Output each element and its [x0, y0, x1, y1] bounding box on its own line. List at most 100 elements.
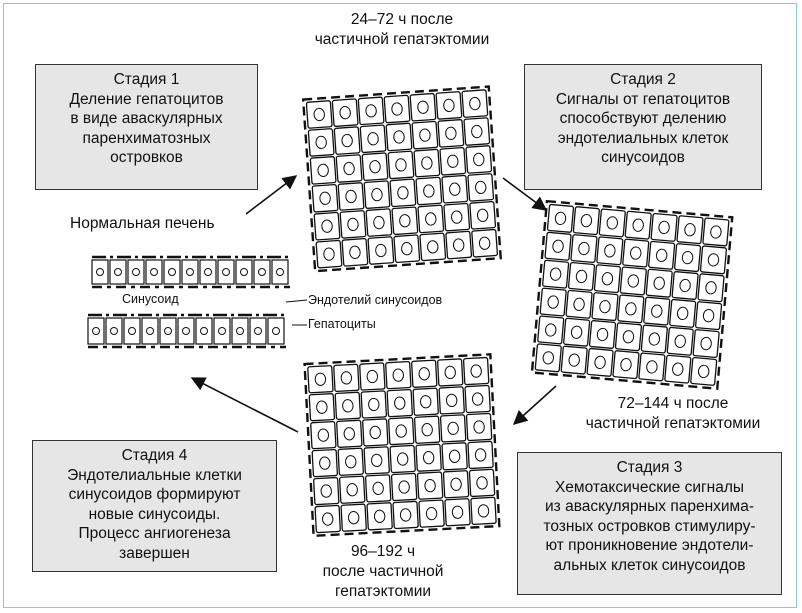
hepatocyte-cell: [337, 420, 362, 447]
stage1-line: в виде аваскулярных: [36, 109, 257, 129]
hepatocyte-cell: [412, 121, 438, 149]
hepatocyte-cell: [442, 175, 468, 203]
hepatocyte-cell: [200, 260, 216, 284]
hepatocyte-cell: [625, 211, 651, 239]
stage1-line: паренхиматозных: [36, 129, 257, 149]
hepatocyte-cell: [142, 318, 158, 344]
hepatocyte-cell: [160, 318, 176, 344]
caption-line: после частичной: [278, 562, 488, 582]
hepatocyte-cell: [340, 211, 366, 239]
hepatocyte-cell: [360, 363, 385, 390]
hepatocyte-cell: [306, 101, 332, 129]
hepatocyte-cell: [561, 346, 587, 374]
hepatocyte-cell: [110, 260, 126, 284]
stage1-cell-cluster: [303, 87, 501, 272]
hepatocyte-cell: [92, 260, 108, 284]
hepatocyte-cell: [466, 146, 492, 174]
hepatocyte-cell: [415, 416, 440, 443]
stage1-line: Деление гепатоцитов: [36, 90, 257, 110]
hepatocyte-cell: [340, 476, 365, 503]
hepatocyte-cell: [332, 99, 358, 127]
stage4-line: Эндотелиальные клетки: [33, 466, 276, 486]
hepatocyte-cell: [691, 357, 717, 385]
hepatocyte-cell: [124, 318, 140, 344]
hepatocyte-cell: [416, 177, 442, 205]
stage2-cell-cluster: [532, 201, 732, 389]
hepatocyte-cell: [410, 93, 436, 121]
hepatocyte-cell: [393, 501, 418, 528]
hepatocyte-cell: [446, 231, 472, 259]
hepatocyte-cell: [416, 444, 441, 471]
hepatocyte-cell: [538, 316, 564, 344]
hepatocyte-cell: [308, 129, 334, 157]
label-sinusoid: Синусоид: [122, 292, 179, 306]
stage4-box: Стадия 4 Эндотелиальные клетки синусоидо…: [32, 440, 277, 572]
hepatocyte-cell: [335, 392, 360, 419]
hepatocyte-cell: [366, 209, 392, 237]
hepatocyte-cell: [615, 323, 641, 351]
hepatocyte-cell: [310, 157, 336, 185]
endothelium-pointer: [286, 300, 307, 302]
label-sinusoid-endothelium: Эндотелий синусоидов: [308, 293, 442, 307]
stage4-line: синусоидов формируют: [33, 485, 276, 505]
hepatocyte-cell: [254, 260, 270, 284]
hepatocyte-cell: [218, 260, 234, 284]
hepatocyte-cell: [341, 504, 366, 531]
hepatocyte-cell: [462, 90, 488, 118]
stage3-line: из аваскулярных паренхима-: [518, 497, 781, 517]
hepatocyte-cell: [436, 92, 462, 120]
hepatocyte-cell: [649, 241, 675, 269]
hepatocyte-cell: [464, 357, 489, 384]
stage3-cell-cluster: [305, 354, 500, 535]
hepatocyte-cell: [443, 471, 468, 498]
stage1-box: Стадия 1 Деление гепатоцитов в виде авас…: [35, 64, 258, 190]
hepatocyte-cell: [334, 127, 360, 155]
stage3-line: тозных островков стимулиру-: [518, 517, 781, 537]
hepatocyte-cell: [646, 269, 672, 297]
hepatocyte-cell: [361, 391, 386, 418]
stage2-box: Стадия 2 Сигналы от гепатоцитов способст…: [524, 64, 762, 190]
hepatocyte-cell: [472, 229, 498, 257]
hepatocyte-cell: [368, 237, 394, 265]
stage4-line: новые синусоиды.: [33, 505, 276, 525]
caption-24-72h: 24–72 ч после частичной гепатэктомии: [282, 10, 522, 50]
hepatocyte-cell: [573, 207, 599, 235]
hepatocyte-cell: [196, 318, 212, 344]
hepatocyte-cell: [568, 262, 594, 290]
hepatocyte-cell: [464, 118, 490, 146]
hepatocyte-cell: [571, 235, 597, 263]
hepatocyte-cell: [88, 318, 104, 344]
hepatocyte-cell: [394, 235, 420, 263]
hepatocyte-cell: [445, 499, 470, 526]
hepatocyte-cell: [644, 297, 670, 325]
hepatocyte-cell: [316, 240, 342, 268]
hepatocyte-cell: [417, 472, 442, 499]
hepatocyte-cell: [438, 359, 463, 386]
hepatocyte-cell: [146, 260, 162, 284]
stage2-line: синусоидов: [525, 148, 761, 168]
stage3-line: Хемотаксические сигналы: [518, 478, 781, 498]
hepatocyte-cell: [641, 325, 667, 353]
hepatocyte-cell: [597, 237, 623, 265]
hepatocyte-cell: [164, 260, 180, 284]
hepatocyte-cell: [413, 388, 438, 415]
hepatocyte-cell: [587, 348, 613, 376]
hepatocyte-cell: [440, 415, 465, 442]
hepatocyte-cell: [268, 318, 284, 344]
hepatocyte-cell: [360, 125, 386, 153]
hepatocyte-cell: [540, 288, 566, 316]
stage2-line: способствуют делению: [525, 109, 761, 129]
hepatocyte-cell: [414, 149, 440, 177]
stage1-title: Стадия 1: [36, 70, 257, 90]
hepatocyte-cell: [620, 267, 646, 295]
hepatocyte-cell: [592, 293, 618, 321]
hepatocyte-cell: [466, 413, 491, 440]
hepatocyte-cell: [698, 274, 724, 302]
hepatocyte-cell: [535, 344, 561, 372]
hepatocyte-cell: [390, 445, 415, 472]
hepatocyte-cell: [693, 330, 719, 358]
hepatocyte-cell: [543, 260, 569, 288]
hepatocyte-cell: [412, 360, 437, 387]
hepatocyte-cell: [178, 318, 194, 344]
stage2-title: Стадия 2: [525, 70, 761, 90]
